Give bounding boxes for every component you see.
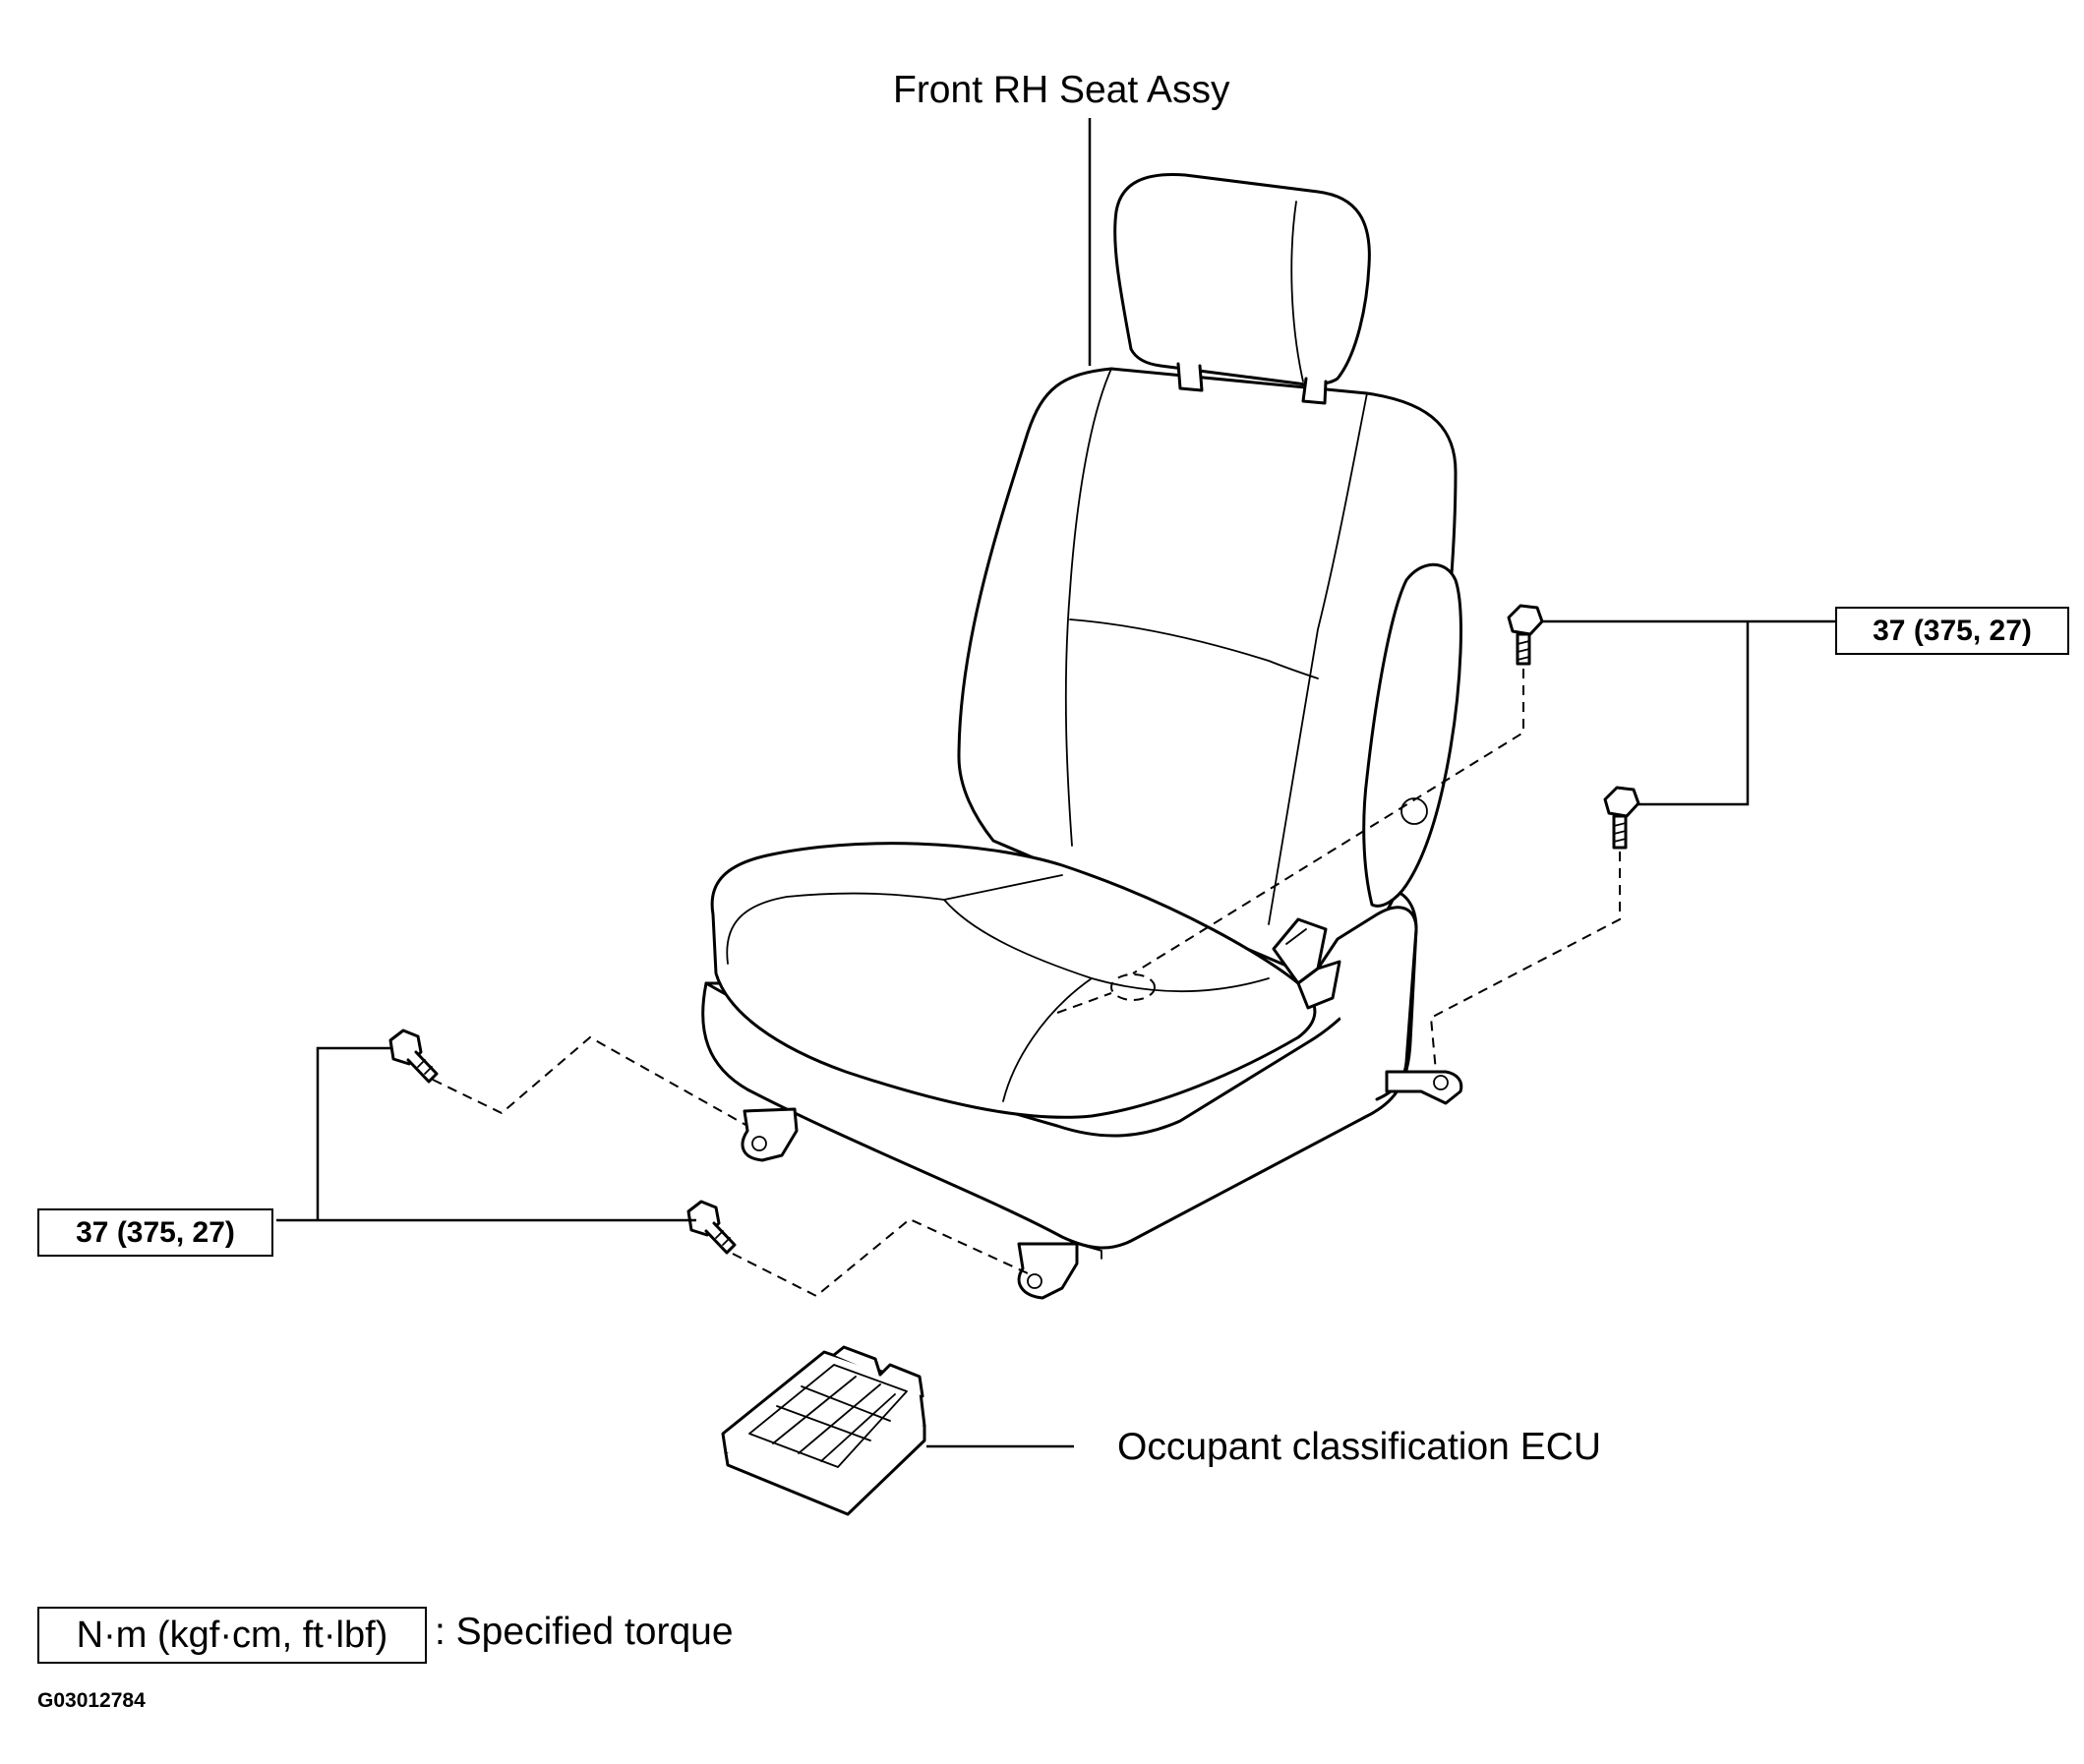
torque-spec-right: 37 (375, 27) — [1835, 607, 2069, 655]
bolt-icon-left-upper — [388, 1029, 439, 1084]
occupant-classification-ecu-icon — [721, 1345, 926, 1516]
specified-torque-legend-text: : Specified torque — [435, 1611, 734, 1653]
left-torque-leader — [276, 1046, 696, 1222]
bolt-icon-right-lower — [1603, 786, 1640, 850]
figure-code: G03012784 — [37, 1689, 146, 1712]
torque-units-legend-box: N·m (kgf·cm, ft·lbf) — [37, 1607, 427, 1664]
front-rh-seat-assy-label: Front RH Seat Assy — [893, 69, 1230, 111]
torque-spec-left: 37 (375, 27) — [37, 1208, 273, 1257]
bolt-icon-right-upper — [1507, 604, 1544, 666]
occupant-classification-ecu-label: Occupant classification ECU — [1117, 1426, 1602, 1468]
front-rh-seat-assy — [701, 172, 1463, 1300]
bolt-icon-left-lower — [686, 1200, 737, 1255]
right-torque-leader — [1542, 619, 1835, 806]
